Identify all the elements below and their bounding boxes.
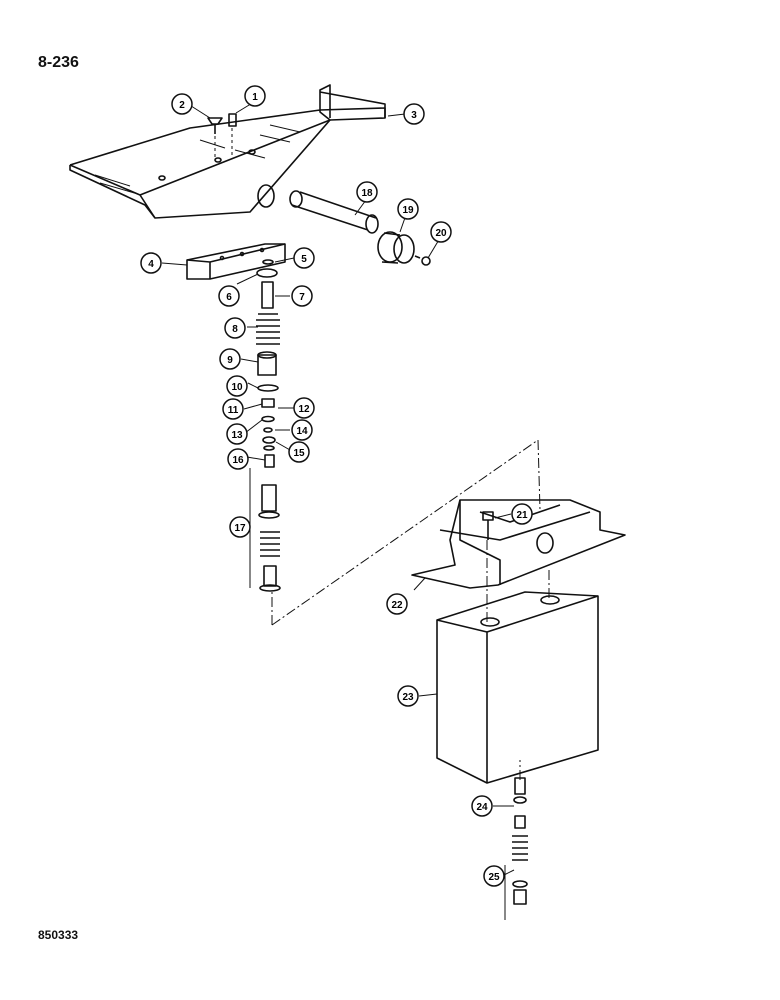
spring-assembly-17 bbox=[249, 468, 281, 592]
screw-2 bbox=[207, 117, 223, 160]
callout-6: 6 bbox=[218, 285, 240, 307]
callout-13: 13 bbox=[226, 423, 248, 445]
callout-12: 12 bbox=[293, 397, 315, 419]
callout-18: 18 bbox=[356, 181, 378, 203]
block-4 bbox=[186, 243, 286, 280]
page-number: 8-236 bbox=[38, 54, 79, 71]
setscrew-1 bbox=[228, 113, 237, 156]
callout-5: 5 bbox=[293, 247, 315, 269]
callout-11: 11 bbox=[222, 398, 244, 420]
spool-stack bbox=[504, 777, 528, 920]
svg-text:4: 4 bbox=[148, 259, 154, 270]
pedal-plate bbox=[69, 84, 386, 219]
svg-text:13: 13 bbox=[231, 430, 243, 441]
callout-7: 7 bbox=[291, 285, 313, 307]
leader-lines bbox=[161, 101, 515, 876]
svg-text:3: 3 bbox=[411, 110, 417, 121]
callout-25: 25 bbox=[483, 865, 505, 887]
svg-text:23: 23 bbox=[402, 692, 414, 703]
callout-1: 1 bbox=[244, 85, 266, 107]
callout-17: 17 bbox=[229, 516, 251, 538]
svg-text:18: 18 bbox=[361, 188, 373, 199]
svg-text:9: 9 bbox=[227, 355, 233, 366]
svg-text:20: 20 bbox=[435, 228, 447, 239]
bushing-19 bbox=[377, 231, 415, 264]
mounting-bracket-22 bbox=[411, 499, 626, 589]
svg-text:5: 5 bbox=[301, 254, 307, 265]
callout-10: 10 bbox=[226, 375, 248, 397]
callout-14: 14 bbox=[291, 419, 313, 441]
pivot-pin-18 bbox=[289, 190, 379, 234]
svg-text:8: 8 bbox=[232, 324, 238, 335]
callout-8: 8 bbox=[224, 317, 246, 339]
bolt-21 bbox=[482, 511, 494, 540]
callout-3: 3 bbox=[403, 103, 425, 125]
callout-22: 22 bbox=[386, 593, 408, 615]
svg-text:21: 21 bbox=[516, 510, 528, 521]
svg-text:2: 2 bbox=[179, 100, 185, 111]
callout-bubbles: 1 2 3 4 5 6 7 8 9 10 11 12 13 14 15 16 1… bbox=[140, 85, 533, 887]
valve-body-23 bbox=[436, 591, 599, 784]
svg-text:14: 14 bbox=[296, 426, 308, 437]
svg-text:22: 22 bbox=[391, 600, 403, 611]
svg-text:11: 11 bbox=[228, 405, 239, 416]
svg-text:25: 25 bbox=[488, 872, 500, 883]
callout-15: 15 bbox=[288, 441, 310, 463]
callout-2: 2 bbox=[171, 93, 193, 115]
svg-text:7: 7 bbox=[299, 292, 305, 303]
fastener-20 bbox=[414, 255, 431, 266]
svg-text:16: 16 bbox=[232, 455, 244, 466]
plunger-stack bbox=[256, 259, 280, 468]
callout-20: 20 bbox=[430, 221, 452, 243]
callout-16: 16 bbox=[227, 448, 249, 470]
svg-text:24: 24 bbox=[476, 802, 488, 813]
drawing-code: 850333 bbox=[38, 928, 79, 942]
callout-21: 21 bbox=[511, 503, 533, 525]
svg-text:6: 6 bbox=[226, 292, 232, 303]
svg-text:1: 1 bbox=[252, 92, 258, 103]
svg-text:17: 17 bbox=[234, 523, 246, 534]
svg-text:12: 12 bbox=[298, 404, 310, 415]
svg-text:10: 10 bbox=[231, 382, 243, 393]
callout-23: 23 bbox=[397, 685, 419, 707]
callout-4: 4 bbox=[140, 252, 162, 274]
svg-text:15: 15 bbox=[293, 448, 305, 459]
callout-24: 24 bbox=[471, 795, 493, 817]
callout-9: 9 bbox=[219, 348, 241, 370]
callout-19: 19 bbox=[397, 198, 419, 220]
svg-text:19: 19 bbox=[402, 205, 414, 216]
alignment-lines bbox=[271, 439, 550, 780]
